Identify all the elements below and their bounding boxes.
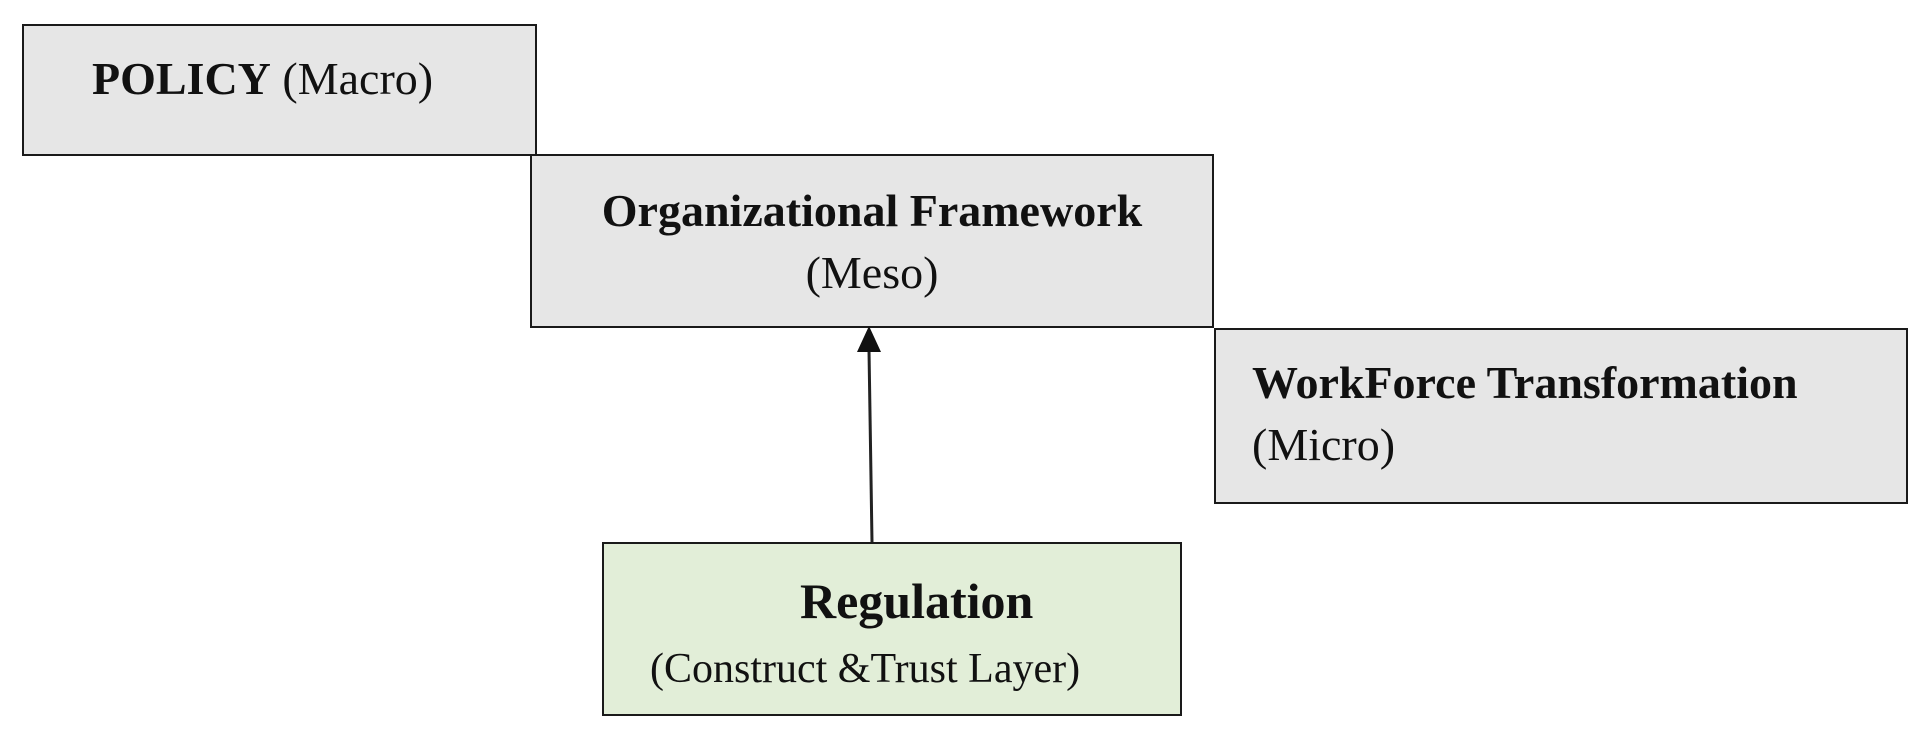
regulation-title: Regulation bbox=[800, 573, 1034, 629]
regulation-to-meso-arrow-line bbox=[867, 349, 874, 543]
construct-trust-layer-label: (Construct &Trust Layer) bbox=[650, 646, 1081, 692]
workforce-transformation-title: WorkForce Transformation bbox=[1252, 357, 1798, 408]
organizational-framework-meso-box: Organizational Framework (Meso) bbox=[530, 154, 1214, 328]
workforce-transformation-micro-box: WorkForce Transformation (Micro) bbox=[1214, 328, 1908, 504]
regulation-trust-layer-box: Regulation (Construct &Trust Layer) bbox=[602, 542, 1182, 716]
regulation-to-meso-arrowhead bbox=[857, 326, 881, 352]
policy-macro-box: POLICY (Macro) bbox=[22, 24, 537, 156]
policy-label-line: POLICY (Macro) bbox=[92, 56, 433, 102]
policy-label: POLICY bbox=[92, 53, 271, 104]
macro-label: (Macro) bbox=[282, 53, 434, 104]
meso-label: (Meso) bbox=[805, 247, 939, 298]
organizational-framework-title: Organizational Framework bbox=[601, 185, 1143, 236]
micro-label: (Micro) bbox=[1252, 419, 1396, 470]
